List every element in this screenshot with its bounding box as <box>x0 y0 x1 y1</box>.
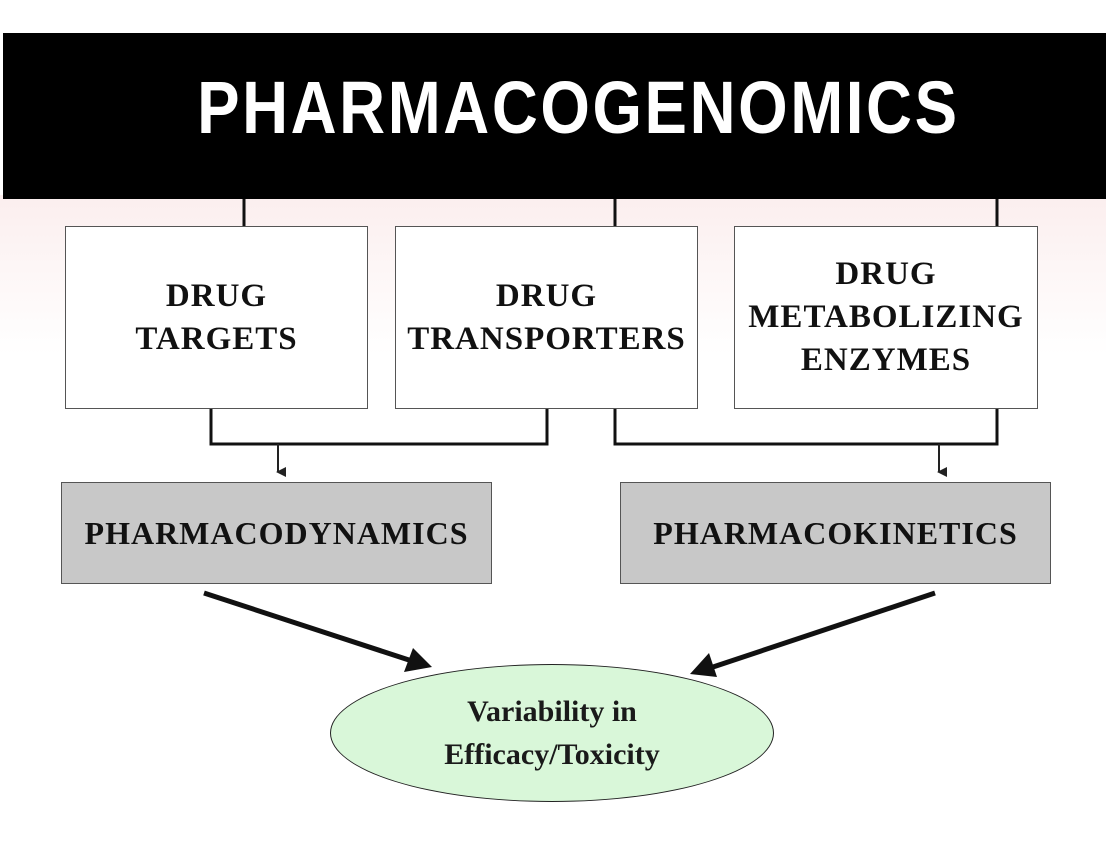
connector-targets-merge <box>209 409 549 446</box>
drug-targets-line-1: DRUG <box>165 277 268 314</box>
arrow-kinetics-to-outcome <box>709 590 936 671</box>
arrowhead-kinetics <box>690 653 717 677</box>
drug-targets-line-2: TARGETS <box>135 320 298 357</box>
diagram-title: PHARMACOGENOMICS <box>197 65 960 149</box>
title-bar: PHARMACOGENOMICS <box>3 33 1106 199</box>
outcome-oval: Variability in Efficacy/Toxicity <box>330 664 774 802</box>
drug-transporters-line-1: DRUG <box>495 277 598 314</box>
drug-transporters-line-2: TRANSPORTERS <box>407 320 686 357</box>
enzymes-line-3: ENZYMES <box>800 342 972 378</box>
pharmacokinetics-label: PHARMACOKINETICS <box>653 514 1018 551</box>
pharmacodynamics-box: PHARMACODYNAMICS <box>61 482 492 584</box>
outcome-line-1: Variability in <box>467 695 637 728</box>
connector-kinetics-merge <box>613 409 999 446</box>
pharmacokinetics-box: PHARMACOKINETICS <box>620 482 1051 584</box>
pharmacodynamics-label: PHARMACODYNAMICS <box>84 514 469 551</box>
arrowhead-dynamics <box>404 648 432 672</box>
drug-targets-box: DRUG TARGETS <box>65 226 368 409</box>
enzymes-line-1: DRUG <box>835 256 937 292</box>
arrow-dynamics-to-outcome <box>203 590 413 664</box>
outcome-line-2: Efficacy/Toxicity <box>444 738 660 771</box>
drug-transporters-box: DRUG TRANSPORTERS <box>395 226 698 409</box>
enzymes-line-2: METABOLIZING <box>748 299 1024 335</box>
drug-metabolizing-enzymes-box: DRUG METABOLIZING ENZYMES <box>734 226 1038 409</box>
